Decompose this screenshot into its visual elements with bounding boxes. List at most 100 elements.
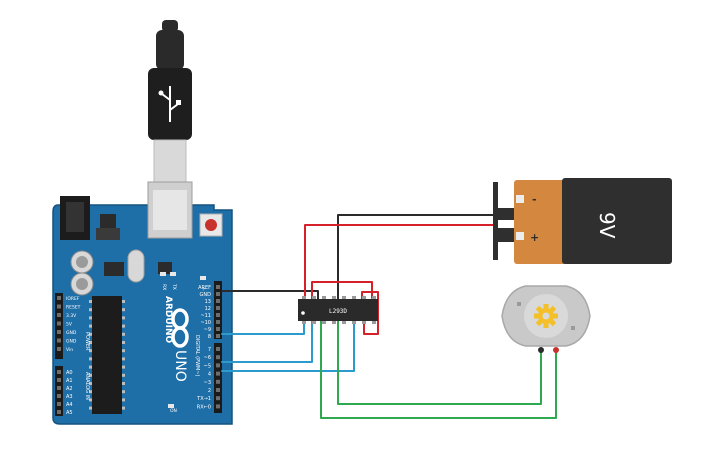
- digital-pin-socket[interactable]: [216, 388, 220, 392]
- power-pin-socket[interactable]: [57, 330, 61, 334]
- wire-battery-minus[interactable]: [337, 214, 494, 301]
- digital-pin-label: 7: [208, 347, 211, 353]
- usb-cable[interactable]: [148, 20, 192, 183]
- digital-pin-socket[interactable]: [216, 396, 220, 401]
- atmega-chip: [92, 296, 122, 414]
- motor-terminal-1[interactable]: [538, 347, 544, 353]
- motor-screw-right: [571, 326, 575, 330]
- motor-terminal-2[interactable]: [553, 347, 559, 353]
- analog-section-label: ANALOG IN: [84, 372, 90, 400]
- digital-pin-label: 2: [208, 388, 211, 394]
- analog-pin-socket[interactable]: [57, 410, 61, 414]
- power-pin-socket[interactable]: [57, 338, 61, 343]
- digital-pin-socket[interactable]: [216, 313, 220, 317]
- battery-9v[interactable]: - + 9V: [493, 178, 672, 264]
- digital-pin-label: 13: [205, 299, 211, 305]
- wire-motor-2[interactable]: [320, 319, 557, 419]
- battery-clip: [493, 182, 498, 260]
- wire-battery-plus[interactable]: [304, 224, 494, 301]
- digital-pin-socket[interactable]: [216, 363, 220, 368]
- usb-cable-tip: [162, 20, 178, 32]
- arduino-brand-label: ARDUINO: [163, 296, 173, 344]
- power-pin-socket[interactable]: [57, 304, 61, 309]
- led-label: RX: [161, 284, 167, 290]
- wire-pin-9[interactable]: [221, 319, 305, 335]
- reset-button-icon[interactable]: [199, 213, 223, 237]
- digital-pin-socket[interactable]: [216, 371, 220, 376]
- battery-body: [562, 178, 672, 264]
- battery-plus-box: [516, 232, 524, 240]
- power-pin-label: GND: [66, 330, 77, 336]
- battery-minus-label: -: [532, 193, 537, 206]
- wire-gnd-arduino[interactable]: [221, 290, 319, 301]
- analog-pin-socket[interactable]: [57, 378, 61, 382]
- digital-pin-socket[interactable]: [216, 334, 220, 338]
- digital-pin-socket[interactable]: [216, 347, 220, 351]
- digital-pin-socket[interactable]: [216, 299, 220, 303]
- digital-section-label: DIGITAL (PWM~): [194, 335, 200, 377]
- power-pin-socket[interactable]: [57, 321, 61, 326]
- power-pin-label: IOREF: [66, 296, 80, 302]
- atmega-chip-pins: [89, 300, 125, 410]
- wire-pin-4[interactable]: [221, 319, 355, 372]
- analog-pin-label: A2: [66, 386, 73, 392]
- arduino-model-label: UNO: [172, 350, 188, 382]
- digital-pin-socket[interactable]: [216, 404, 220, 409]
- l293d-label: L293D: [329, 308, 347, 315]
- capacitor-2: [70, 272, 94, 296]
- power-pin-socket[interactable]: [57, 313, 61, 317]
- digital-pin-socket[interactable]: [216, 292, 220, 296]
- battery-plus-label: +: [530, 231, 539, 244]
- wire-motor-1[interactable]: [337, 319, 542, 405]
- power-pin-label: GND: [66, 339, 77, 345]
- l293d-motor-driver[interactable]: L293D: [298, 296, 378, 324]
- usb-connector-metal: [153, 139, 187, 183]
- digital-pin-socket[interactable]: [216, 306, 220, 310]
- battery-minus-box: [516, 195, 524, 203]
- analog-header: [55, 366, 63, 416]
- analog-pin-socket[interactable]: [57, 402, 61, 406]
- digital-pin-label: ~6: [204, 355, 211, 361]
- battery-copper-top: [514, 180, 566, 264]
- l293d-pins: [302, 296, 376, 324]
- usb-b-socket-inner: [153, 190, 187, 230]
- l293d-body: [298, 299, 378, 321]
- analog-pin-label: A3: [66, 394, 73, 400]
- analog-pin-socket[interactable]: [57, 394, 61, 398]
- board-led: [170, 272, 176, 276]
- crystal-oscillator: [127, 249, 145, 283]
- analog-pin-socket[interactable]: [57, 386, 61, 390]
- power-pin-socket[interactable]: [57, 296, 61, 300]
- wire-vss-jumper[interactable]: [311, 281, 373, 301]
- led-label: TX: [171, 283, 177, 290]
- on-led-label: ON: [170, 408, 177, 414]
- digital-pin-label: GND: [200, 292, 212, 298]
- analog-pin-label: A4: [66, 402, 73, 408]
- digital-pin-label: 4: [208, 372, 211, 378]
- digital-pin-socket[interactable]: [216, 285, 220, 289]
- power-pin-socket[interactable]: [57, 347, 61, 351]
- digital-pin-socket[interactable]: [216, 320, 220, 324]
- on-led: [168, 404, 174, 408]
- wire-pin-5[interactable]: [221, 319, 313, 363]
- usb-cable-strain: [156, 30, 184, 70]
- battery-voltage-label: 9V: [595, 212, 619, 239]
- digital-pin-socket[interactable]: [216, 327, 220, 331]
- dc-motor[interactable]: [501, 285, 591, 353]
- capacitor-1: [70, 250, 94, 274]
- analog-pin-socket[interactable]: [57, 370, 61, 374]
- power-pin-label: RESET: [66, 305, 81, 311]
- usb-icon: [158, 86, 181, 122]
- power-header: [55, 293, 63, 359]
- digital-pin-socket[interactable]: [216, 379, 220, 384]
- digital-pin-socket[interactable]: [216, 355, 220, 360]
- analog-pin-label: A1: [66, 378, 73, 384]
- digital-pin-label: ~11: [200, 313, 211, 319]
- gear-icon: [534, 304, 558, 328]
- digital-pin-label: TX→1: [196, 396, 211, 402]
